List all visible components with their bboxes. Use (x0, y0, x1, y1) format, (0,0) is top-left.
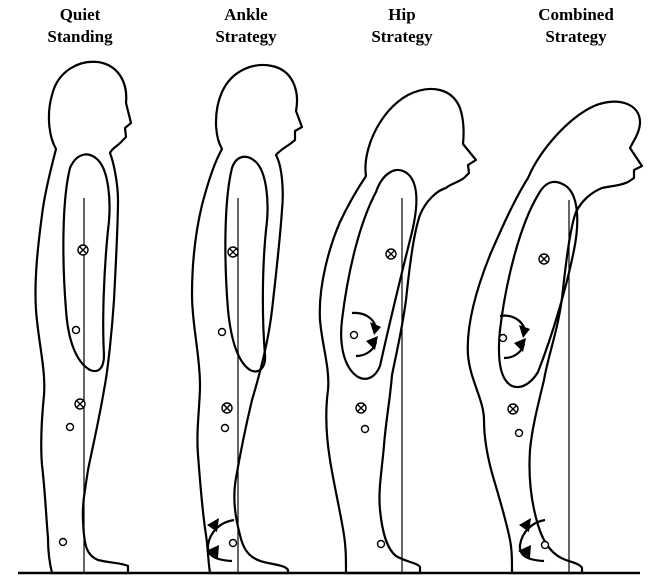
body-outline (320, 89, 476, 573)
center-of-mass-marker (508, 404, 518, 414)
hip-joint-marker (219, 329, 226, 336)
ankle-joint-marker (60, 539, 67, 546)
hip-joint-marker (73, 327, 80, 334)
body-outline (35, 62, 131, 573)
knee-joint-marker (362, 426, 369, 433)
center-of-mass-marker (386, 249, 396, 259)
hip-joint-marker (351, 332, 358, 339)
center-of-mass-marker (78, 245, 88, 255)
center-of-mass-marker (222, 403, 232, 413)
figure-combined-strategy (468, 102, 642, 573)
center-of-mass-marker (539, 254, 549, 264)
knee-joint-marker (67, 424, 74, 431)
arm-outline (341, 170, 416, 379)
ankle-joint-marker (542, 542, 549, 549)
ankle-joint-marker (230, 540, 237, 547)
center-of-mass-marker (75, 399, 85, 409)
ankle-rotation-arrow (518, 518, 545, 561)
arm-outline (225, 157, 267, 372)
figure-quiet-standing (35, 62, 131, 573)
center-of-mass-marker (356, 403, 366, 413)
hip-joint-marker (500, 335, 507, 342)
ankle-rotation-arrow (206, 518, 234, 561)
ankle-joint-marker (378, 541, 385, 548)
body-outline (468, 102, 642, 573)
arm-outline (63, 154, 109, 371)
knee-joint-marker (222, 425, 229, 432)
center-of-mass-marker (228, 247, 238, 257)
figure-ankle-strategy (192, 65, 302, 573)
figure-hip-strategy (320, 89, 476, 573)
knee-joint-marker (516, 430, 523, 437)
body-outline (192, 65, 302, 573)
